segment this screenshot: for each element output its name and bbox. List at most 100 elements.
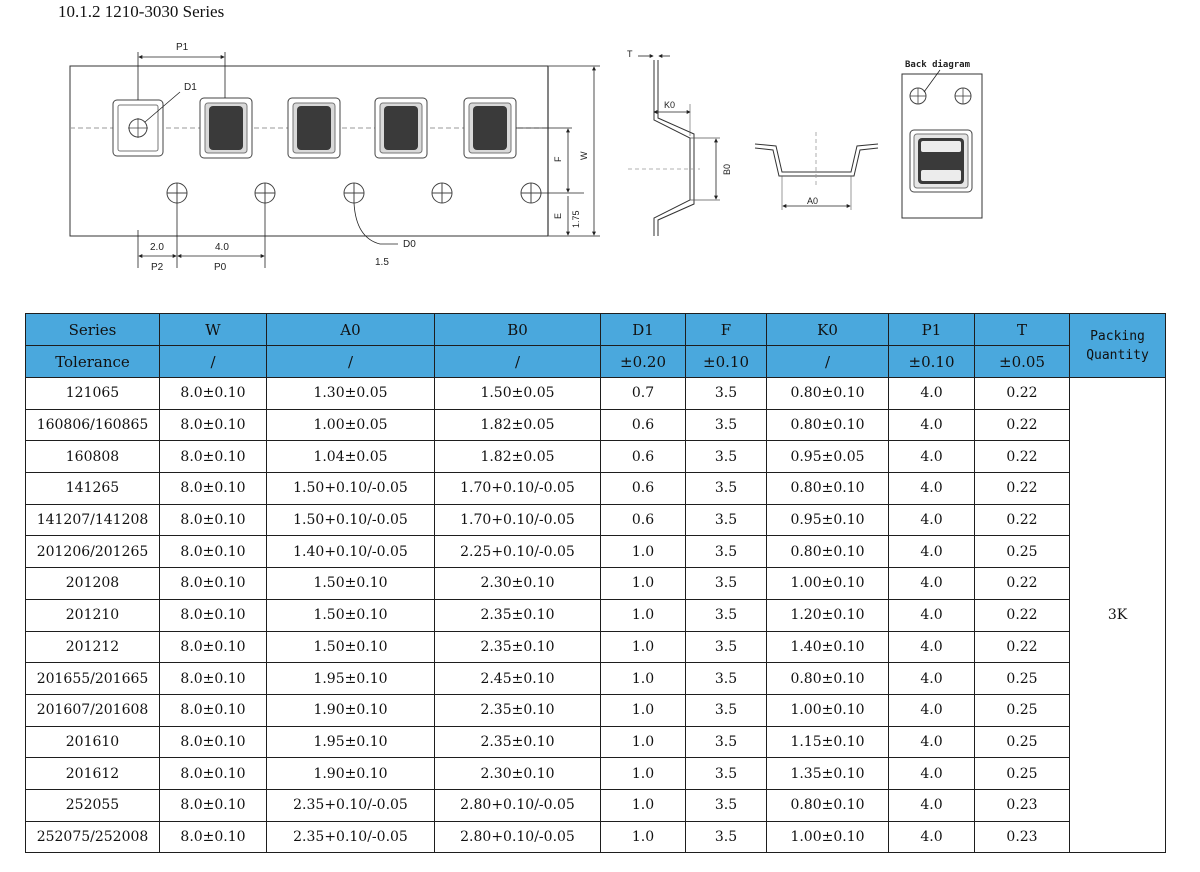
cell-k0: 0.80±0.10	[766, 472, 889, 505]
cell-series: 252075/252008	[25, 820, 160, 854]
cell-d1: 1.0	[600, 757, 686, 790]
cell-b0: 1.70+0.10/-0.05	[434, 472, 601, 505]
cell-t: 0.22	[974, 408, 1070, 442]
cell-t: 0.25	[974, 535, 1070, 569]
tolerance-label: Tolerance	[25, 345, 160, 378]
cell-series: 201206/201265	[25, 535, 160, 569]
cell-b0: 1.82±0.05	[434, 440, 601, 474]
cell-t: 0.25	[974, 757, 1070, 790]
header-d1: D1	[600, 313, 686, 346]
cell-t: 0.22	[974, 440, 1070, 474]
header-row: Series W A0 B0 D1 F K0 P1 T Packing Quan…	[25, 313, 1166, 378]
header-f: F	[685, 313, 767, 346]
cell-f: 3.5	[685, 662, 767, 695]
cell-k0: 1.15±0.10	[766, 725, 889, 759]
tolerance-d1: ±0.20	[600, 345, 686, 378]
tolerance-k0: /	[766, 345, 889, 378]
cell-k0: 0.95±0.10	[766, 503, 889, 537]
label-p0-value: 4.0	[215, 242, 229, 253]
cell-f: 3.5	[685, 503, 767, 537]
cell-d1: 1.0	[600, 820, 686, 854]
cell-f: 3.5	[685, 472, 767, 505]
cell-w: 8.0±0.10	[159, 662, 267, 695]
cell-f: 3.5	[685, 788, 767, 822]
cell-t: 0.22	[974, 472, 1070, 505]
label-p0: P0	[214, 262, 227, 273]
cell-k0: 1.20±0.10	[766, 598, 889, 632]
cell-w: 8.0±0.10	[159, 693, 267, 727]
tape-side-section	[628, 54, 720, 236]
label-d0: D0	[403, 239, 416, 250]
cell-p1: 4.0	[888, 820, 975, 854]
cell-a0: 1.95±0.10	[266, 662, 435, 695]
cell-w: 8.0±0.10	[159, 757, 267, 790]
packaging-spec-table: Series W A0 B0 D1 F K0 P1 T Packing Quan…	[25, 313, 1166, 854]
cell-t: 0.22	[974, 598, 1070, 632]
cell-p1: 4.0	[888, 630, 975, 664]
header-packing-line1: Packing	[1090, 328, 1145, 344]
header-series: Series	[25, 313, 160, 346]
cell-series: 201212	[25, 630, 160, 664]
header-a0: A0	[266, 313, 435, 346]
cell-series: 201607/201608	[25, 693, 160, 727]
sprocket-holes	[166, 182, 542, 204]
cell-p1: 4.0	[888, 503, 975, 537]
cell-b0: 2.30±0.10	[434, 567, 601, 600]
cell-b0: 2.35±0.10	[434, 630, 601, 664]
cell-p1: 4.0	[888, 598, 975, 632]
cell-b0: 2.80+0.10/-0.05	[434, 820, 601, 854]
label-p2-value: 2.0	[150, 242, 164, 253]
cell-b0: 2.35±0.10	[434, 598, 601, 632]
cell-d1: 1.0	[600, 725, 686, 759]
cell-a0: 1.00±0.05	[266, 408, 435, 442]
cell-d1: 1.0	[600, 662, 686, 695]
cell-w: 8.0±0.10	[159, 472, 267, 505]
cell-t: 0.22	[974, 567, 1070, 600]
cell-a0: 1.40+0.10/-0.05	[266, 535, 435, 569]
cell-b0: 2.35±0.10	[434, 693, 601, 727]
cell-p1: 4.0	[888, 725, 975, 759]
cell-f: 3.5	[685, 630, 767, 664]
cell-p1: 4.0	[888, 472, 975, 505]
cell-d1: 0.6	[600, 440, 686, 474]
cell-f: 3.5	[685, 693, 767, 727]
cell-f: 3.5	[685, 725, 767, 759]
header-packing-quantity: Packing Quantity	[1069, 313, 1166, 378]
cell-d1: 1.0	[600, 567, 686, 600]
pocket-with-chip	[463, 97, 517, 159]
cell-f: 3.5	[685, 440, 767, 474]
cell-f: 3.5	[685, 598, 767, 632]
cell-series: 160806/160865	[25, 408, 160, 442]
header-w: W	[159, 313, 267, 346]
cell-t: 0.22	[974, 503, 1070, 537]
cell-d1: 0.6	[600, 503, 686, 537]
header-b0: B0	[434, 313, 601, 346]
cell-k0: 0.80±0.10	[766, 535, 889, 569]
cell-series: 201610	[25, 725, 160, 759]
cell-series: 141265	[25, 472, 160, 505]
pocket-with-chip	[199, 97, 253, 159]
tolerance-a0: /	[266, 345, 435, 378]
cell-p1: 4.0	[888, 662, 975, 695]
cell-p1: 4.0	[888, 408, 975, 442]
cell-w: 8.0±0.10	[159, 503, 267, 537]
cell-p1: 4.0	[888, 693, 975, 727]
cell-a0: 1.30±0.05	[266, 377, 435, 410]
cell-b0: 2.80+0.10/-0.05	[434, 788, 601, 822]
tape-dimension-drawing: P1 D1 2.0 4.0 P2 P0 D0 1.5 F W E 1.75	[69, 42, 983, 273]
cell-w: 8.0±0.10	[159, 630, 267, 664]
cell-k0: 1.00±0.10	[766, 820, 889, 854]
label-w: W	[579, 151, 589, 160]
cell-k0: 1.00±0.10	[766, 693, 889, 727]
cell-b0: 1.82±0.05	[434, 408, 601, 442]
cell-p1: 4.0	[888, 440, 975, 474]
cell-series: 160808	[25, 440, 160, 474]
